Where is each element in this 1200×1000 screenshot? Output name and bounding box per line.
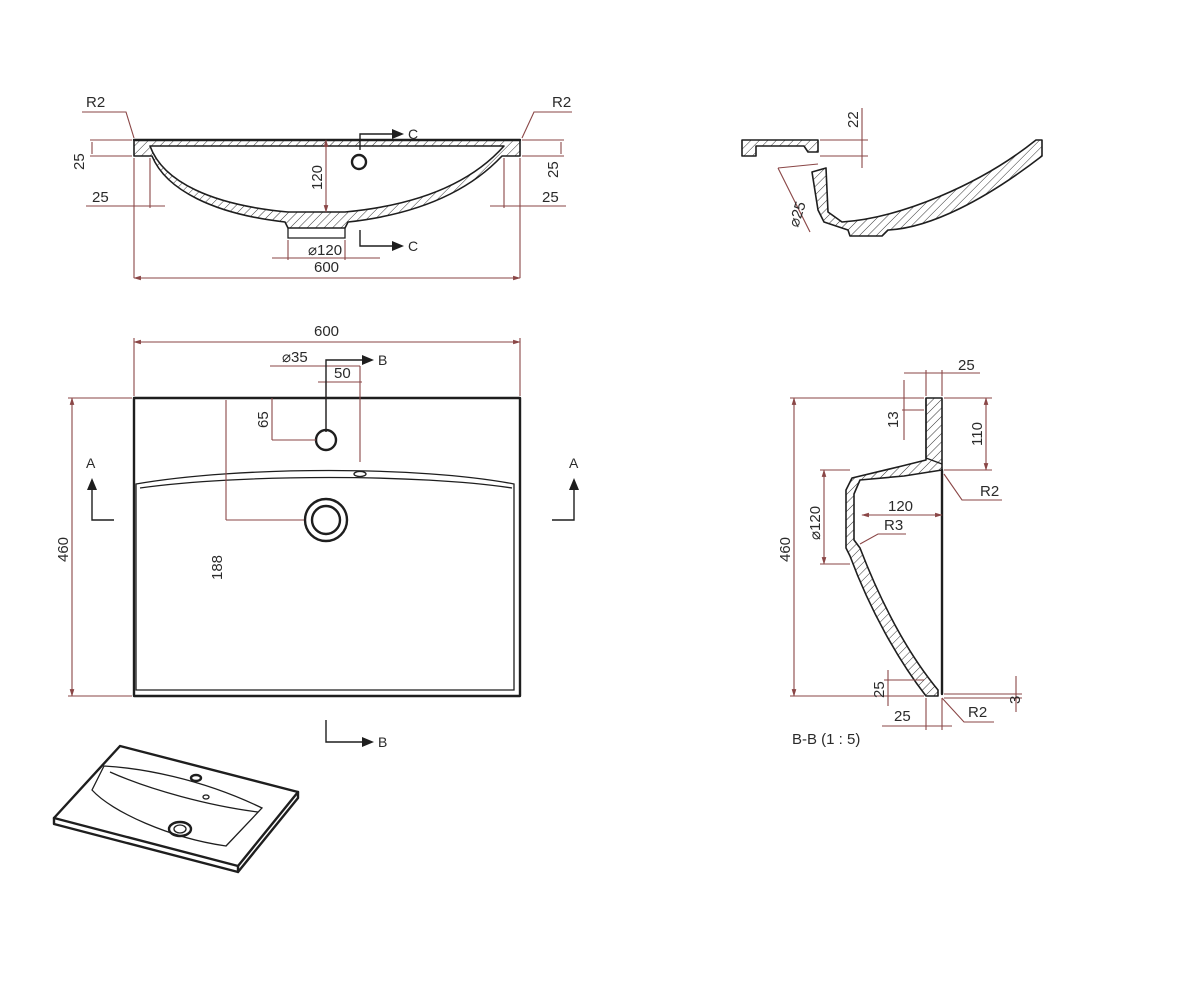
cut-b-bottom-label: B	[378, 734, 387, 750]
section-c-rim-height-label: 22	[845, 111, 862, 128]
drain-outer	[303, 497, 349, 543]
tap-hole	[314, 428, 338, 452]
r2-right-leader	[521, 111, 572, 139]
drain-outlet	[287, 228, 346, 239]
basin-section-wall	[133, 139, 521, 229]
section-c-rim	[741, 139, 819, 157]
bowl-depth-label: 120	[309, 165, 326, 190]
section-c-view: 22 ⌀25	[741, 108, 1043, 237]
section-b-rim-inner	[925, 398, 943, 465]
iso-top-outline	[52, 744, 300, 868]
cut-a-right-label: A	[569, 455, 579, 471]
section-b-r2-lower-label: R2	[968, 704, 987, 721]
iso-basin-opening	[91, 765, 264, 847]
iso-right-edge	[236, 790, 300, 874]
top-view: 600 ⌀35 50 65 188 460 A A B	[55, 323, 579, 750]
section-b-overall-depth-label: 460	[777, 537, 794, 562]
iso-overflow	[202, 794, 210, 800]
section-b-back-height-label: 110	[969, 422, 986, 446]
r2-right-label: R2	[552, 94, 571, 111]
section-b-rim-thickness-label: 13	[885, 411, 902, 428]
top-overall-width-label: 600	[314, 323, 339, 340]
tap-diameter-label: ⌀35	[282, 349, 308, 366]
section-b-title: B-B (1 : 5)	[792, 731, 860, 748]
rim-width-right-label: 25	[542, 189, 559, 206]
section-b-r3-label: R3	[884, 517, 903, 534]
iso-drain-outer	[167, 820, 193, 838]
drain-from-back-label: 188	[209, 555, 226, 580]
section-b-edge-offset-label: 3	[1007, 696, 1024, 704]
drain-inner	[310, 504, 342, 536]
front-overall-width-label: 600	[314, 259, 339, 276]
cut-c-top-label: C	[408, 126, 418, 142]
top-overall-depth-label: 460	[55, 537, 72, 562]
top-view-outline	[132, 396, 522, 698]
drain-diameter-label: ⌀120	[308, 242, 342, 259]
section-b-drain-diameter-label: ⌀120	[807, 506, 824, 540]
section-b-view: 25 13 110 R2 ⌀120 120 R3 460 25	[777, 357, 1024, 748]
section-b-drain-depth-label: 120	[888, 498, 913, 515]
iso-basin-inner	[109, 771, 259, 813]
basin-opening	[135, 469, 515, 691]
iso-front-edge	[52, 816, 240, 874]
section-b-front-height-label: 25	[871, 681, 888, 698]
rim-height-right-label: 25	[545, 161, 562, 178]
iso-drain-inner	[173, 824, 187, 834]
section-b-rim-width-label: 25	[958, 357, 975, 374]
rim-height-left-label: 25	[71, 153, 88, 170]
overflow-slot	[353, 470, 367, 478]
iso-tap-hole	[189, 773, 203, 783]
cut-a-left-label: A	[86, 455, 96, 471]
tap-from-back-label: 65	[255, 411, 272, 428]
r2-left-leader	[82, 111, 135, 139]
overflow-hole	[350, 153, 368, 171]
section-b-r2-upper-label: R2	[980, 483, 999, 500]
cut-c-bottom-label: C	[408, 238, 418, 254]
cut-b-top-label: B	[378, 352, 387, 368]
r2-left-label: R2	[86, 94, 105, 111]
tap-offset-label: 50	[334, 365, 351, 382]
basin-back-lip	[139, 476, 513, 489]
front-section-view: R2 R2 25 25 25 25 120 ⌀120 600	[71, 94, 572, 281]
section-b-front-width-label: 25	[894, 708, 911, 725]
isometric-view	[52, 744, 300, 874]
section-c-bowl	[811, 139, 1043, 237]
section-b-wall	[845, 397, 943, 697]
rim-width-left-label: 25	[92, 189, 109, 206]
